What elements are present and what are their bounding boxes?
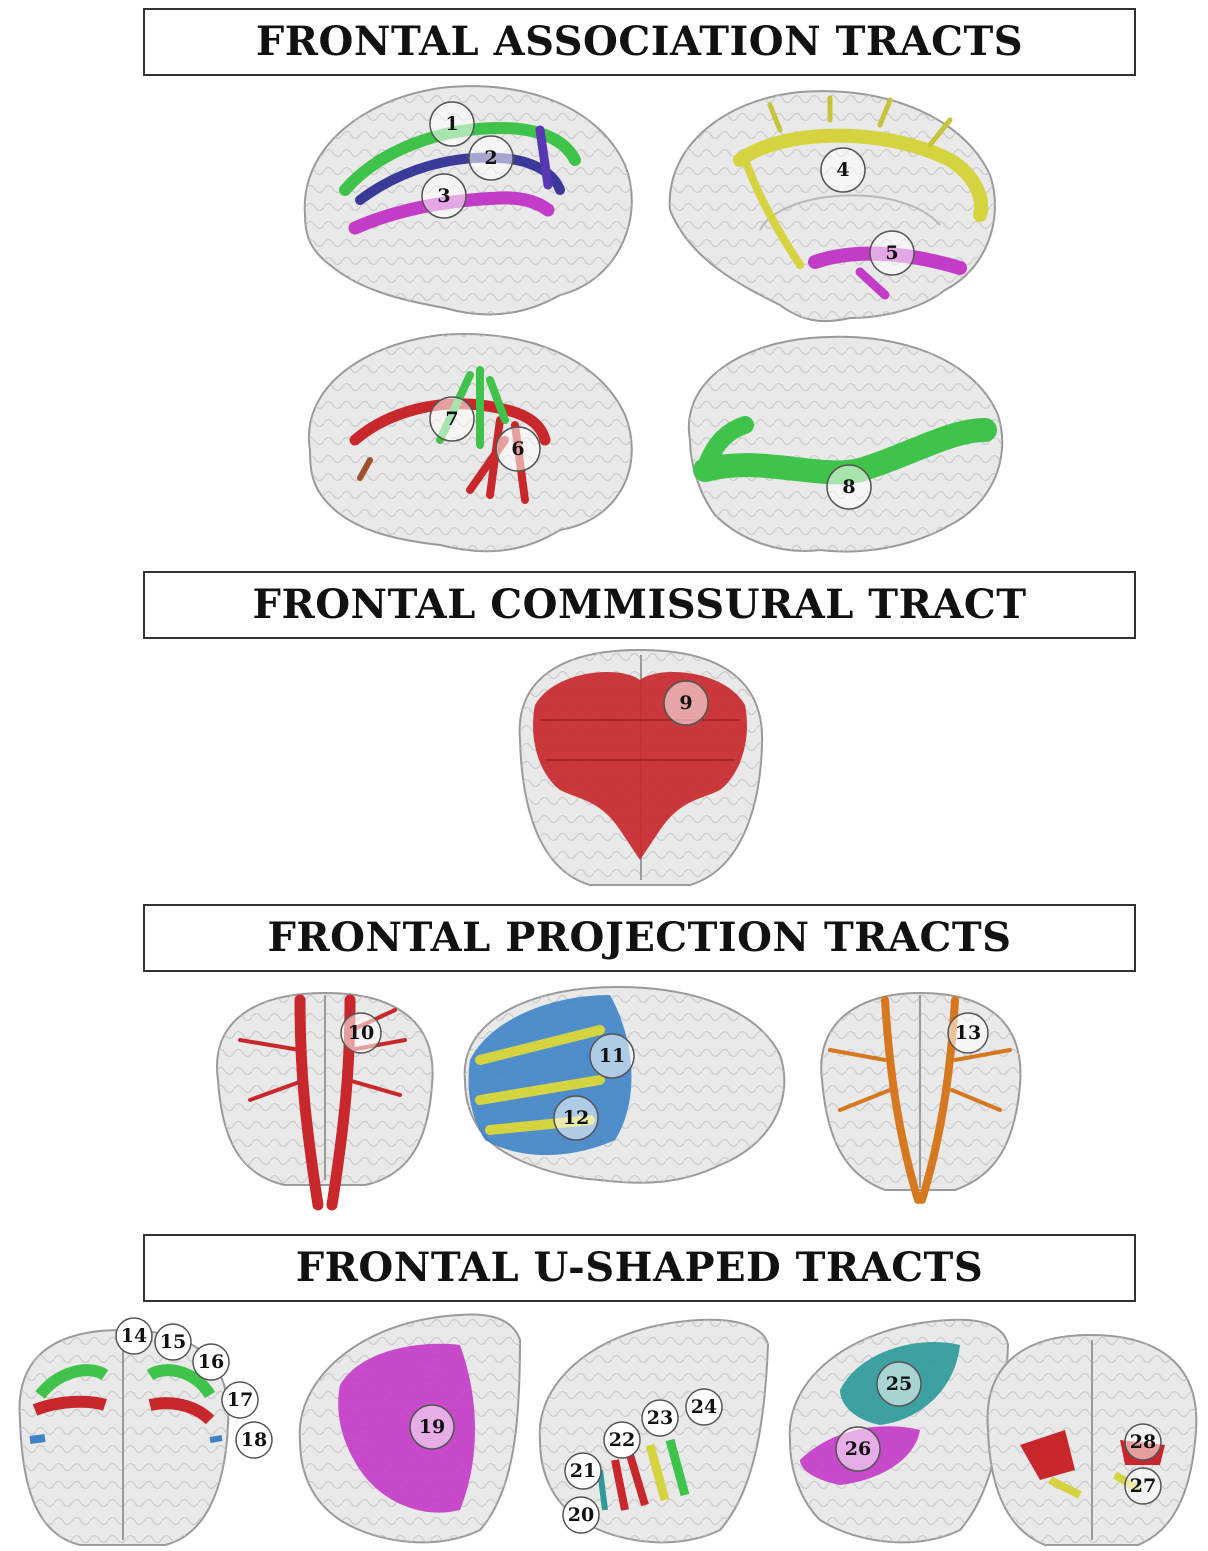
tract-label-14: 14 xyxy=(116,1318,152,1354)
brain-coronal-10 xyxy=(217,993,433,1185)
label-number: 4 xyxy=(836,159,849,181)
label-number: 21 xyxy=(570,1460,596,1482)
tract-label-27: 27 xyxy=(1125,1468,1161,1504)
tract-label-18: 18 xyxy=(236,1422,272,1458)
label-number: 24 xyxy=(691,1396,717,1418)
tract-label-2: 2 xyxy=(469,136,513,180)
tract-label-7: 7 xyxy=(430,397,474,441)
tract-label-16: 16 xyxy=(193,1344,229,1380)
label-number: 2 xyxy=(484,147,497,169)
tract-label-5: 5 xyxy=(870,231,914,275)
tract-label-23: 23 xyxy=(642,1400,678,1436)
label-number: 10 xyxy=(348,1022,374,1044)
label-number: 7 xyxy=(445,408,458,430)
tract-label-13: 13 xyxy=(948,1013,988,1053)
label-number: 16 xyxy=(198,1351,224,1373)
tract-label-17: 17 xyxy=(222,1382,258,1418)
tract-label-3: 3 xyxy=(422,174,466,218)
tract-label-11: 11 xyxy=(590,1034,634,1078)
tract-label-1: 1 xyxy=(430,102,474,146)
tract-label-6: 6 xyxy=(496,427,540,471)
label-number: 20 xyxy=(568,1504,594,1526)
label-number: 12 xyxy=(563,1107,589,1129)
tract-label-21: 21 xyxy=(565,1453,601,1489)
tract-label-8: 8 xyxy=(827,465,871,509)
tract-label-12: 12 xyxy=(554,1096,598,1140)
tract-label-28: 28 xyxy=(1125,1424,1161,1460)
tract-label-15: 15 xyxy=(155,1324,191,1360)
tract-label-22: 22 xyxy=(604,1422,640,1458)
tract-label-20: 20 xyxy=(563,1497,599,1533)
tract-label-25: 25 xyxy=(877,1362,921,1406)
tract-label-26: 26 xyxy=(836,1427,880,1471)
label-number: 19 xyxy=(419,1416,445,1438)
label-number: 22 xyxy=(609,1429,635,1451)
label-number: 27 xyxy=(1130,1475,1156,1497)
tract-label-19: 19 xyxy=(410,1405,454,1449)
tract-label-10: 10 xyxy=(341,1013,381,1053)
label-number: 8 xyxy=(842,476,855,498)
label-number: 23 xyxy=(647,1407,673,1429)
tract-label-4: 4 xyxy=(821,148,865,192)
tract-label-9: 9 xyxy=(664,681,708,725)
label-number: 15 xyxy=(160,1331,186,1353)
brain-coronal-13 xyxy=(821,993,1020,1190)
tract-label-24: 24 xyxy=(686,1389,722,1425)
label-number: 17 xyxy=(227,1389,253,1411)
label-number: 11 xyxy=(599,1045,625,1067)
label-number: 26 xyxy=(845,1438,871,1460)
label-number: 28 xyxy=(1130,1431,1156,1453)
label-number: 3 xyxy=(437,185,450,207)
label-number: 1 xyxy=(445,113,458,135)
label-number: 13 xyxy=(955,1022,981,1044)
label-number: 9 xyxy=(679,692,692,714)
label-number: 18 xyxy=(241,1429,267,1451)
brain-coronal-27 xyxy=(988,1335,1197,1545)
label-number: 6 xyxy=(511,438,524,460)
label-number: 5 xyxy=(885,242,898,264)
label-number: 25 xyxy=(886,1373,912,1395)
label-number: 14 xyxy=(121,1325,147,1347)
